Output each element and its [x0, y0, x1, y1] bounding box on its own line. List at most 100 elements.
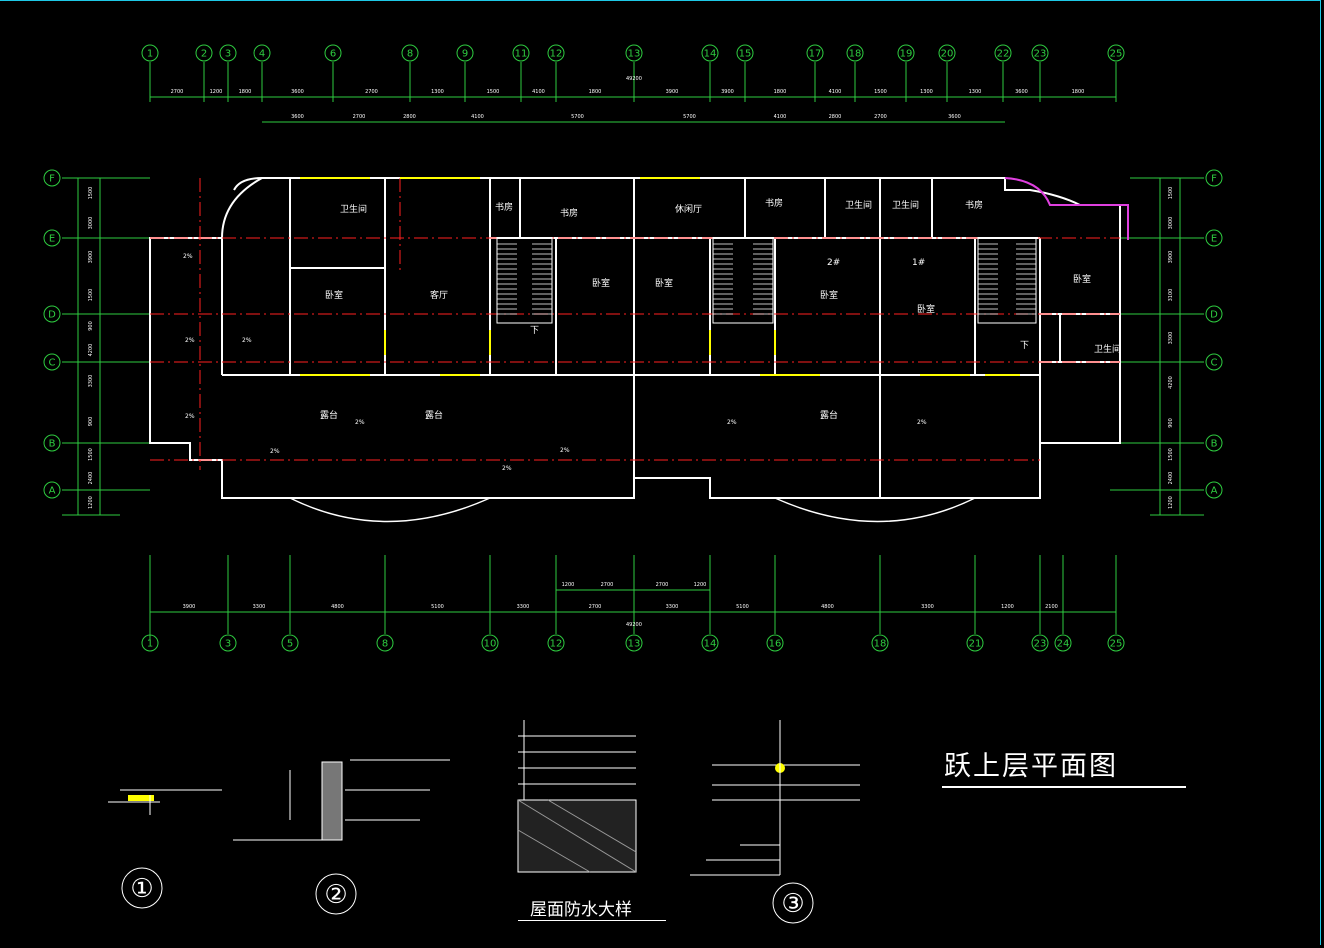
- room-label: 客厅: [430, 289, 448, 301]
- room-label: 露台: [425, 409, 443, 421]
- axis-bubble: [512, 44, 530, 62]
- window-marks: [300, 177, 1020, 376]
- axis-label: 13: [628, 49, 641, 60]
- dimension-label: 1200: [1168, 496, 1174, 509]
- axis-bubble: [806, 44, 824, 62]
- axis-label: D: [1210, 310, 1218, 321]
- dimension-label: 1200: [562, 582, 575, 588]
- axis-bubble: [846, 44, 864, 62]
- axis-label: 18: [874, 639, 887, 650]
- axis-label: 14: [704, 639, 717, 650]
- stair-mark: 下: [1020, 341, 1029, 351]
- exterior-walls: [149, 177, 1121, 499]
- dimension-label: 1800: [239, 89, 252, 95]
- axis-bubble: [195, 44, 213, 62]
- bottom-dimension-lines: [149, 555, 1116, 640]
- axis-label: 17: [809, 49, 822, 60]
- svg-text:2%: 2%: [917, 419, 927, 426]
- axis-bubble: [141, 44, 159, 62]
- detail-circles: [121, 867, 814, 924]
- axis-bubble: [625, 634, 643, 652]
- dimension-label: 3300: [1168, 332, 1174, 345]
- axis-bubble: [43, 229, 61, 247]
- dimension-label: 2700: [353, 114, 366, 120]
- axis-label: 20: [941, 49, 954, 60]
- dimension-label: 2700: [171, 89, 184, 95]
- dimension-label: 4100: [471, 114, 484, 120]
- railing-right: [1004, 177, 1129, 240]
- axis-label: 12: [550, 49, 563, 60]
- dimension-label: 4100: [532, 89, 545, 95]
- axis-bubble: [1107, 44, 1125, 62]
- svg-text:2%: 2%: [185, 413, 195, 420]
- axis-label: 8: [382, 639, 388, 650]
- axis-bubble: [1054, 634, 1072, 652]
- axis-label: C: [49, 358, 56, 369]
- axis-bubble: [281, 634, 299, 652]
- dimension-label: 1800: [774, 89, 787, 95]
- room-label: 书房: [560, 207, 578, 219]
- axis-bubble: [456, 44, 474, 62]
- room-label: 书房: [765, 197, 783, 209]
- axis-label: 6: [330, 49, 336, 60]
- axis-bubble: [324, 44, 342, 62]
- stairs: [496, 237, 1037, 324]
- dimension-label: 3300: [666, 604, 679, 610]
- slope-labels: 2% 2% 2% 2% 2% 2% 2% 2% 2% 2%: [183, 253, 927, 472]
- axis-bubble: [994, 44, 1012, 62]
- dimension-label: 3900: [666, 89, 679, 95]
- axis-label: 22: [997, 49, 1010, 60]
- axis-label: 14: [704, 49, 717, 60]
- dimension-label: 1500: [487, 89, 500, 95]
- unit-mark: 2#: [827, 258, 840, 268]
- room-label: 卧室: [917, 303, 935, 315]
- balcony-arcs: [289, 497, 976, 523]
- axis-bubble: [1205, 169, 1223, 187]
- room-label: 卫生间: [1094, 343, 1121, 355]
- axis-bubble: [43, 169, 61, 187]
- axis-bubble: [1205, 434, 1223, 452]
- dimension-label: 1300: [431, 89, 444, 95]
- axis-label: 25: [1110, 49, 1123, 60]
- svg-text:2%: 2%: [242, 337, 252, 344]
- dimension-label: 5100: [431, 604, 444, 610]
- axis-label: 8: [407, 49, 413, 60]
- axis-label: 9: [462, 49, 468, 60]
- dimension-label: 2800: [829, 114, 842, 120]
- axis-label: A: [1211, 486, 1218, 497]
- axis-bubble: [701, 634, 719, 652]
- axis-label: D: [48, 310, 56, 321]
- dimension-label: 4100: [829, 89, 842, 95]
- axis-label: 25: [1110, 639, 1123, 650]
- axis-bubble: [481, 634, 499, 652]
- dimension-label: 3900: [88, 251, 94, 264]
- dimension-label: 3900: [1168, 251, 1174, 264]
- detail-3-drawing: [690, 720, 860, 876]
- axis-label: C: [1211, 358, 1218, 369]
- dimension-label: 900: [1168, 418, 1174, 428]
- room-label: 卧室: [1073, 273, 1091, 285]
- side-dimension-labels: 1500300039001500900420033009001500240012…: [88, 187, 1174, 509]
- axis-label: 11: [515, 49, 528, 60]
- dimension-label: 3600: [948, 114, 961, 120]
- svg-text:③: ③: [781, 889, 804, 919]
- svg-text:2%: 2%: [560, 447, 570, 454]
- roof-title-underline: [518, 920, 666, 921]
- axis-label: 23: [1034, 49, 1047, 60]
- axis-label: 3: [225, 49, 231, 60]
- axis-bubble: [766, 634, 784, 652]
- axis-bubble: [43, 434, 61, 452]
- total-dimension: 49200 49200: [626, 76, 642, 628]
- axis-bubble: [1031, 44, 1049, 62]
- dimension-label: 900: [88, 321, 94, 331]
- axis-bubble: [1107, 634, 1125, 652]
- axis-bubble: [43, 353, 61, 371]
- dimension-label: 5700: [683, 114, 696, 120]
- svg-text:2%: 2%: [502, 465, 512, 472]
- dimension-label: 2700: [589, 604, 602, 610]
